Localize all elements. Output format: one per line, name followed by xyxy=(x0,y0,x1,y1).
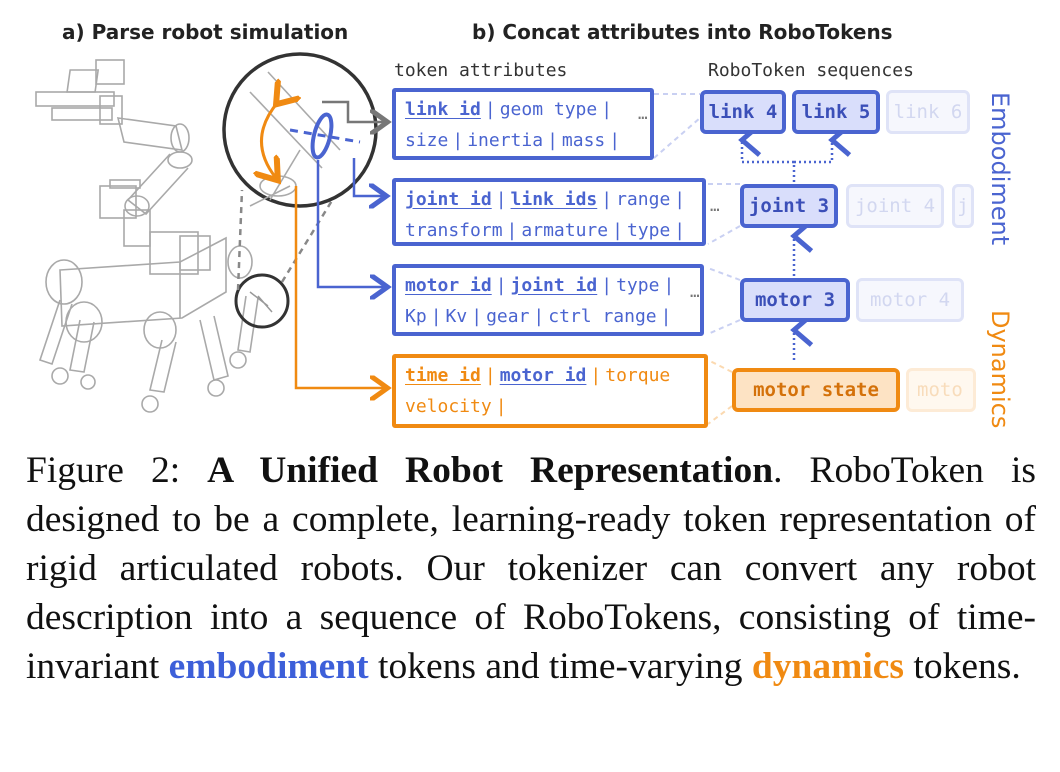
label-embodiment: Embodiment xyxy=(986,92,1014,246)
attr-joint-id: joint id xyxy=(405,189,492,210)
header-token-attributes: token attributes xyxy=(394,60,568,81)
attr-motor-joint-id: joint id xyxy=(510,275,598,296)
caption-embodiment: embodiment xyxy=(168,646,369,687)
caption-dynamics: dynamics xyxy=(751,646,905,687)
attr-size: size xyxy=(405,130,449,151)
chip-motor-3: motor 3 xyxy=(740,278,850,322)
chip-link-5: link 5 xyxy=(792,90,880,134)
token-box-time: time id| motor id| torque velocity| xyxy=(392,354,708,428)
chip-joint-next: j xyxy=(952,184,974,228)
attr-inertia: inertia xyxy=(467,130,544,151)
attr-gear: gear xyxy=(486,306,530,327)
ellipsis-motor: … xyxy=(690,282,700,301)
figure-diagram: a) Parse robot simulation b) Concat attr… xyxy=(35,20,1014,429)
caption-body-2: tokens and time-varying xyxy=(368,646,752,687)
magnifier-small xyxy=(234,273,290,329)
heading-a: a) Parse robot simulation xyxy=(62,20,349,44)
figure-caption: Figure 2: A Unified Robot Representation… xyxy=(26,446,1036,691)
attr-armature: armature xyxy=(521,220,609,241)
attr-time-id: time id xyxy=(405,365,481,386)
attr-motor-type: type xyxy=(616,275,660,296)
chip-link-6: link 6 xyxy=(886,90,970,134)
chip-motor-4: motor 4 xyxy=(856,278,964,322)
heading-b: b) Concat attributes into RoboTokens xyxy=(472,20,893,44)
diagram-graphics xyxy=(35,52,852,425)
chip-joint-3: joint 3 xyxy=(740,184,838,228)
header-robotoken-sequences: RoboToken sequences xyxy=(708,60,914,81)
attr-transform: transform xyxy=(405,220,503,241)
caption-body-3: tokens. xyxy=(904,646,1021,687)
robot-wireframe xyxy=(35,59,259,413)
ellipsis-joint: … xyxy=(710,196,720,215)
label-dynamics: Dynamics xyxy=(986,310,1014,429)
attr-kv: Kv xyxy=(445,306,468,327)
attr-torque: torque xyxy=(605,365,671,386)
caption-title: A Unified Robot Representation xyxy=(207,450,774,491)
chip-link-4: link 4 xyxy=(700,90,786,134)
token-box-link: link id| geom type| size| inertia| mass| xyxy=(392,88,654,160)
attr-mass: mass xyxy=(561,130,606,151)
attr-velocity: velocity xyxy=(405,396,492,417)
token-box-joint: joint id| link ids| range| transform| ar… xyxy=(392,178,706,246)
caption-prefix: Figure 2: xyxy=(26,450,208,491)
attr-type: type xyxy=(626,220,671,241)
attr-ctrl-range: ctrl range xyxy=(548,306,657,327)
caption-body-1: . RoboToken is designed to be a complete… xyxy=(26,450,1036,687)
chip-motor-state: motor state xyxy=(732,368,900,412)
token-box-motor: motor id| joint id| type| Kp| Kv| gear| … xyxy=(392,264,704,336)
attr-motor-id: motor id xyxy=(405,275,492,296)
attr-kp: Kp xyxy=(405,306,427,327)
attr-geom-type: geom type xyxy=(499,99,598,120)
chip-motor-state-next: moto xyxy=(906,368,976,412)
attr-link-id: link id xyxy=(405,99,481,120)
attr-range: range xyxy=(616,189,671,210)
attr-link-ids: link ids xyxy=(510,189,598,210)
ellipsis-link: … xyxy=(638,104,648,123)
chip-joint-4: joint 4 xyxy=(846,184,944,228)
attr-time-motor-id: motor id xyxy=(499,365,587,386)
